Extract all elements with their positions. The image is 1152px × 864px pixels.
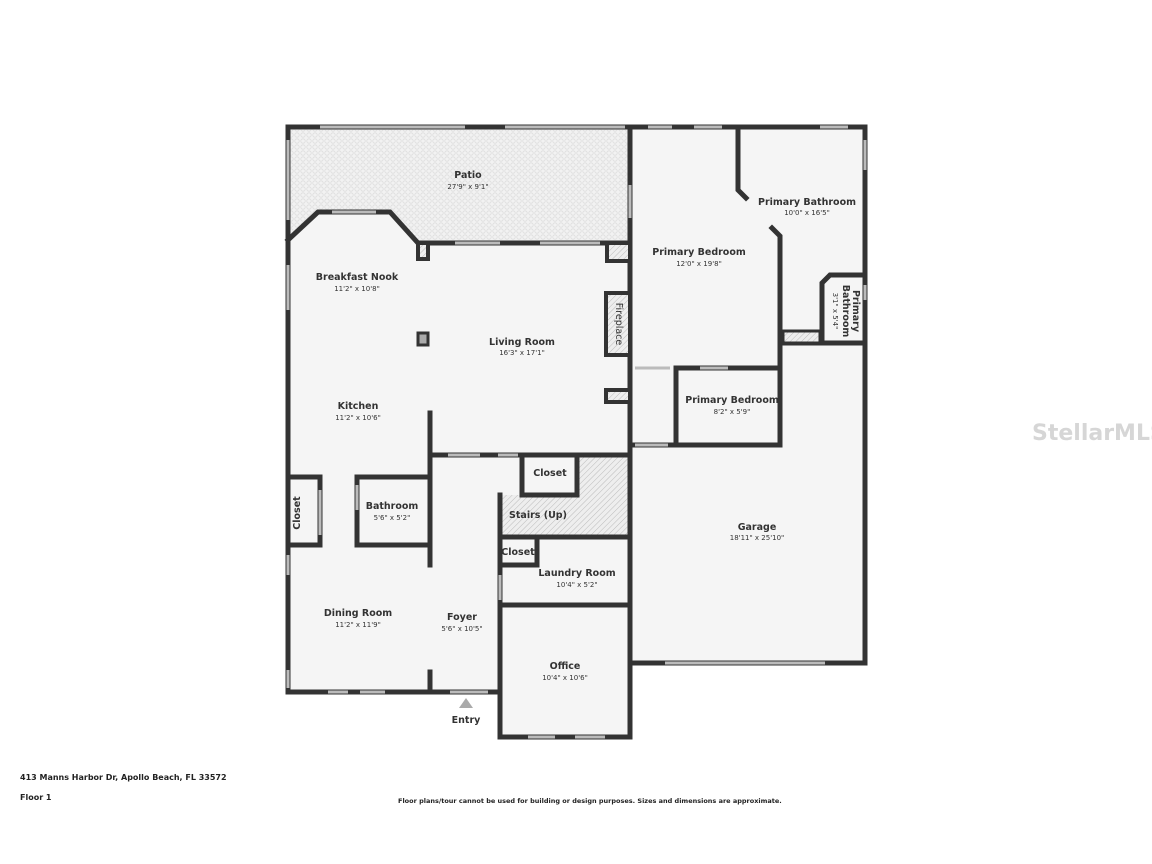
patio-dim: 27'9" x 9'1" <box>447 183 488 191</box>
fireplace <box>604 291 632 357</box>
office-dim: 10'4" x 10'6" <box>542 674 588 682</box>
primary-bedroom-label: Primary Bedroom <box>652 247 746 258</box>
small-bath-label-1: Primary <box>850 290 861 333</box>
disclaimer: Floor plans/tour cannot be used for buil… <box>398 797 782 805</box>
breakfast-nook-dim: 11'2" x 10'8" <box>334 285 380 293</box>
address: 413 Manns Harbor Dr, Apollo Beach, FL 33… <box>20 773 227 782</box>
living-room-label: Living Room <box>489 337 555 348</box>
column <box>416 331 430 347</box>
living-room-dim: 16'3" x 17'1" <box>499 349 545 357</box>
kitchen-dim: 11'2" x 10'6" <box>335 414 381 422</box>
kitchen-label: Kitchen <box>338 401 379 412</box>
breakfast-nook-label: Breakfast Nook <box>316 272 399 283</box>
laundry-label: Laundry Room <box>538 568 615 579</box>
stairs-label: Stairs (Up) <box>509 510 567 521</box>
patio-label: Patio <box>454 170 482 181</box>
bathroom-dim: 5'6" x 5'2" <box>374 514 411 522</box>
garage-dim: 18'11" x 25'10" <box>730 534 785 542</box>
primary-bathroom-label: Primary Bathroom <box>758 197 856 208</box>
bathroom-label: Bathroom <box>366 501 419 512</box>
laundry-dim: 10'4" x 5'2" <box>556 581 597 589</box>
primary-bedroom-2-dim: 8'2" x 5'9" <box>714 408 751 416</box>
fireplace-label: Fireplace <box>613 303 624 346</box>
dining-dim: 11'2" x 11'9" <box>335 621 381 629</box>
garage-label: Garage <box>738 522 777 533</box>
entry-arrow-icon <box>459 698 473 708</box>
small-bath-dim: 3'1" x 5'4" <box>831 293 839 330</box>
watermark: StellarMLS <box>1032 421 1152 446</box>
closet-top-label: Closet <box>533 468 567 479</box>
closet-left-label: Closet <box>292 496 303 530</box>
primary-bedroom-2-label: Primary Bedroom <box>685 395 779 406</box>
floor-label: Floor 1 <box>20 793 52 802</box>
office-label: Office <box>550 661 581 672</box>
windows <box>286 125 867 739</box>
primary-bathroom-dim: 10'0" x 16'5" <box>784 209 830 217</box>
patio-area <box>288 127 630 243</box>
foyer-label: Foyer <box>447 612 477 623</box>
entry-label: Entry <box>452 715 481 726</box>
closet-laundry-label: Closet <box>501 547 535 558</box>
small-bath-label-2: Bathroom <box>840 285 851 338</box>
dining-label: Dining Room <box>324 608 392 619</box>
primary-bedroom-dim: 12'0" x 19'8" <box>676 260 722 268</box>
foyer-dim: 5'6" x 10'5" <box>441 625 482 633</box>
